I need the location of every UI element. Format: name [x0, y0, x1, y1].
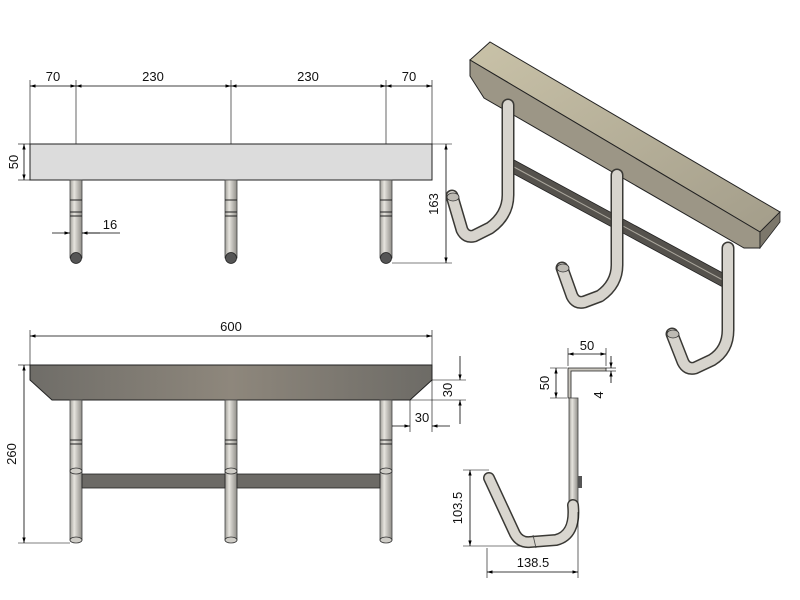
dim-label: 600	[220, 319, 242, 334]
tube	[379, 399, 393, 544]
dim-label: 138.5	[517, 555, 550, 570]
dim-label: 70	[402, 69, 416, 84]
front-view: 600 260	[4, 319, 466, 544]
hook	[555, 168, 624, 309]
dim-label: 4	[591, 391, 606, 398]
side-view: 50 50 4 103.5 138.5	[450, 338, 616, 578]
shelf-top	[469, 41, 781, 233]
dim-label: 163	[426, 193, 441, 215]
tube	[69, 399, 83, 544]
tube	[224, 179, 238, 264]
shelf-plate	[29, 143, 433, 181]
dim-label: 50	[537, 376, 552, 390]
shelf-end	[759, 211, 781, 250]
tube	[379, 179, 393, 264]
crossbar	[236, 473, 381, 489]
shelf-profile	[29, 364, 433, 401]
top-view: 70 230 230 70 50	[6, 69, 452, 264]
tube	[69, 179, 83, 264]
dim-label: 103.5	[450, 492, 465, 525]
dim-label: 50	[6, 155, 21, 169]
hook	[665, 241, 735, 375]
dim-label: 50	[580, 338, 594, 353]
dim-label: 30	[415, 410, 429, 425]
dim-label: 230	[142, 69, 164, 84]
dim-label: 30	[440, 383, 455, 397]
tube	[224, 399, 238, 544]
dim-label: 260	[4, 443, 19, 465]
crossbar	[81, 473, 226, 489]
hook-highlight	[484, 473, 578, 547]
crossbar-stub	[578, 476, 582, 488]
dim-label: 70	[46, 69, 60, 84]
dim-label: 16	[103, 217, 117, 232]
dim-label: 230	[297, 69, 319, 84]
tube	[568, 397, 579, 511]
isometric-view	[445, 41, 781, 375]
hook	[445, 98, 515, 243]
